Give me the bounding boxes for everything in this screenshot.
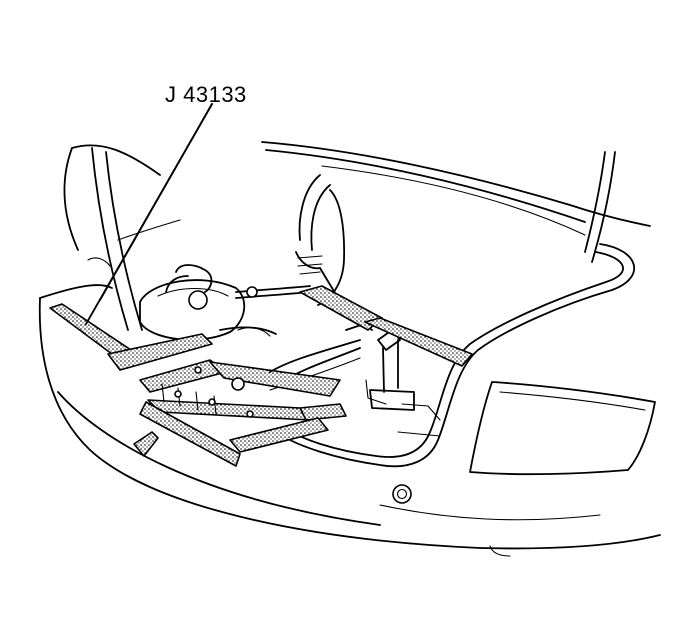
trunk-lid [261, 141, 651, 263]
trunk-lock [392, 484, 412, 504]
right-tail-lamp [469, 381, 656, 476]
left-quarter-panel [63, 144, 181, 331]
tool-callout-label: J 43133 [165, 82, 247, 107]
j43133-fixture [49, 285, 473, 467]
trunk-interior [219, 189, 361, 391]
trunk-opening-seal [289, 243, 636, 468]
rear-bumper [38, 284, 661, 557]
callout-leaders [85, 103, 213, 325]
fuel-pump-module [139, 264, 311, 341]
